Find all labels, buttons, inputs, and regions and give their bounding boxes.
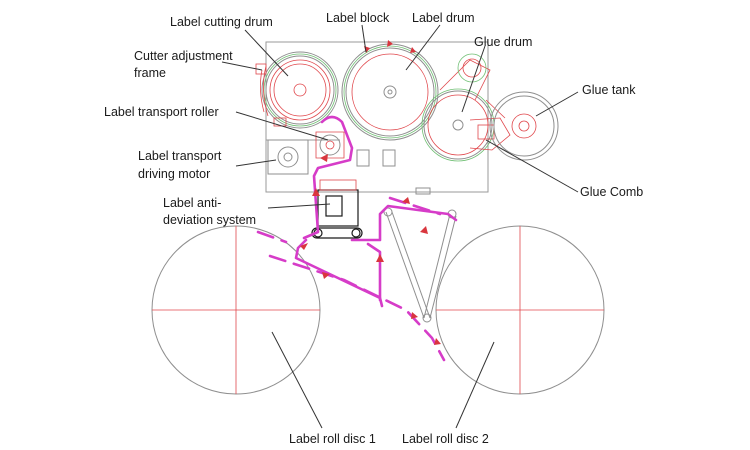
lower-frame-block	[382, 149, 396, 167]
label-roll-disc-2	[435, 225, 605, 395]
label-transport-roller	[315, 131, 345, 159]
callout-line	[235, 159, 277, 167]
label-transport-driving-motor-text-2: driving motor	[138, 167, 210, 181]
label-roll-disc-2-text: Label roll disc 2	[402, 432, 489, 446]
flow-arrows	[300, 154, 441, 345]
glue-tank-text: Glue tank	[582, 83, 636, 97]
label-web-path	[294, 238, 384, 308]
callout-line	[271, 331, 323, 429]
label-anti-deviation-system	[311, 179, 363, 239]
callout-line	[535, 91, 579, 117]
label-cutting-drum	[261, 51, 339, 129]
callout-line	[405, 24, 441, 71]
label-drum-text: Label drum	[412, 11, 475, 25]
label-web-dashed	[388, 196, 442, 216]
label-anti-deviation-system-text-2: deviation system	[163, 213, 256, 227]
lower-frame-block	[415, 187, 431, 195]
machine-frame	[265, 41, 489, 193]
glue-tank	[489, 91, 559, 161]
label-transport-roller-text: Label transport roller	[104, 105, 219, 119]
cutter-adjustment-frame-text-2: frame	[134, 66, 166, 80]
callout-line	[461, 45, 486, 113]
label-web-dashed	[268, 254, 446, 362]
label-roll-disc-1	[151, 225, 321, 395]
label-roll-disc-1-text: Label roll disc 1	[289, 432, 376, 446]
lower-frame-block	[356, 149, 370, 167]
callout-line	[455, 341, 495, 429]
label-cutting-drum-text: Label cutting drum	[170, 15, 273, 29]
callout-line	[361, 24, 367, 53]
cutter-adjustment-frame-text-1: Cutter adjustment	[134, 49, 233, 63]
callout-line	[267, 203, 331, 209]
glue-comb	[469, 99, 511, 151]
callout-line	[485, 139, 579, 193]
label-transport-driving-motor	[267, 139, 309, 175]
cutter-adjustment-frame	[255, 63, 287, 127]
label-transport-driving-motor-text-1: Label transport	[138, 149, 222, 163]
label-block-text: Label block	[326, 11, 390, 25]
callout-line	[244, 29, 289, 77]
glue-comb-text: Glue Comb	[580, 185, 643, 199]
callout-line	[235, 111, 329, 141]
label-web-path	[302, 115, 354, 240]
glue-drum	[421, 53, 495, 162]
label-web-path	[350, 204, 458, 242]
glue-drum-text: Glue drum	[474, 35, 532, 49]
label-web-dashed	[256, 230, 288, 244]
label-web-path	[366, 242, 382, 302]
callout-line	[221, 61, 263, 71]
label-anti-deviation-system-text-1: Label anti-	[163, 196, 221, 210]
